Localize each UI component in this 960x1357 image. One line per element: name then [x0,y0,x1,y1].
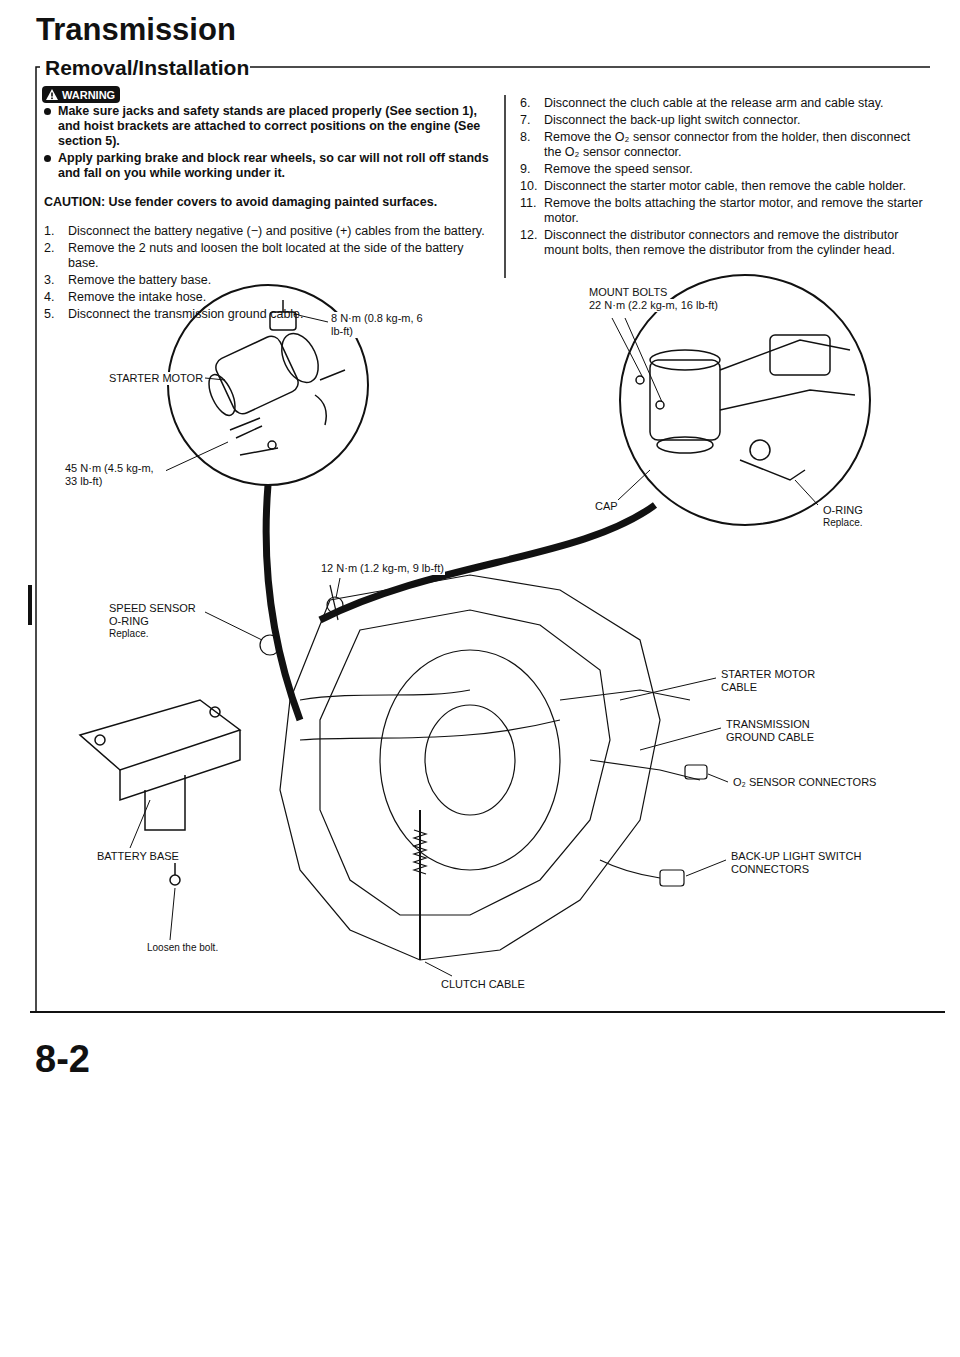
text-row: 10.Disconnect the starter motor cable, t… [520,179,925,194]
transmission-drawing [260,575,707,960]
warning-text: Make sure jacks and safety stands are pl… [58,104,494,149]
text-row: 4.Remove the intake hose. [44,290,494,305]
text-row: Make sure jacks and safety stands are pl… [44,104,494,149]
warning-badge: WARNING [42,86,120,103]
step-number: 2. [44,241,68,256]
step-text: Disconnect the cluch cable at the releas… [544,96,925,111]
text-row: 2.Remove the 2 nuts and loosen the bolt … [44,241,494,271]
torque-spec: 8 N·m (0.8 kg-m, 6 lb-ft) [330,312,432,338]
warning-text: Apply parking brake and block rear wheel… [58,151,494,181]
battery-base-drawing [80,700,240,885]
part-label: O-RING [822,504,864,517]
torque-spec: 22 N·m (2.2 kg-m, 16 lb-ft) [588,299,719,312]
text-row: Apply parking brake and block rear wheel… [44,151,494,181]
part-label: CAP [594,500,619,513]
step-number: 4. [44,290,68,305]
text-row: 3.Remove the battery base. [44,273,494,288]
text-row: 1.Disconnect the battery negative (−) an… [44,224,494,239]
note: Replace. [108,628,149,640]
bullet-dot [44,108,51,115]
note: Loosen the bolt. [146,942,219,954]
torque-spec: 45 N·m (4.5 kg-m, 33 lb-ft) [64,462,166,488]
part-label: BATTERY BASE [96,850,180,863]
page-title: Transmission [36,12,236,48]
step-text: Remove the O₂ sensor connector from the … [544,130,925,160]
step-text: Remove the speed sensor. [544,162,925,177]
step-text: Disconnect the starter motor cable, then… [544,179,925,194]
section-heading: Removal/Installation [44,55,250,80]
text-row: 6.Disconnect the cluch cable at the rele… [520,96,925,111]
step-text: Disconnect the battery negative (−) and … [68,224,494,239]
step-text: Remove the bolts attaching the startor m… [544,196,925,226]
part-label: STARTER MOTOR [108,372,204,385]
torque-spec: 12 N·m (1.2 kg-m, 9 lb-ft) [320,562,445,575]
step-number: 6. [520,96,544,111]
step-text: Remove the 2 nuts and loosen the bolt lo… [68,241,494,271]
step-number: 11. [520,196,544,211]
step-text: Remove the battery base. [68,273,494,288]
frame-line [36,67,40,1012]
inset-circle [620,275,870,525]
bullet-dot [44,155,51,162]
footer-rule [30,1011,945,1013]
step-text: Remove the intake hose. [68,290,494,305]
step-number: 12. [520,228,544,243]
text-row: 12.Disconnect the distributor connectors… [520,228,925,258]
part-label: SPEED SENSOR [108,602,197,615]
text-row: 11.Remove the bolts attaching the starto… [520,196,925,226]
leader-lines [130,315,818,976]
text-row: 8.Remove the O₂ sensor connector from th… [520,130,925,160]
part-label: STARTER MOTOR CABLE [720,668,817,694]
warning-label: WARNING [62,89,115,101]
step-text: Disconnect the distributor connectors an… [544,228,925,258]
caution-text: CAUTION: Use fender covers to avoid dama… [44,195,494,210]
text-row: 7.Disconnect the back-up light switch co… [520,113,925,128]
part-label: CLUTCH CABLE [440,978,526,991]
starter-motor-drawing [204,300,345,455]
margin-mark [28,585,32,625]
step-number: 1. [44,224,68,239]
step-text: Disconnect the back-up light switch conn… [544,113,925,128]
part-label: BACK-UP LIGHT SWITCH CONNECTORS [730,850,882,876]
warning-triangle [46,89,58,100]
page-number: 8-2 [34,1036,91,1082]
warning-mark [51,93,53,97]
part-label: O-RING [108,615,150,628]
header-rule [240,66,930,68]
column-divider [504,95,506,278]
step-number: 10. [520,179,544,194]
text-row: 9.Remove the speed sensor. [520,162,925,177]
step-number: 5. [44,307,68,322]
note: Replace. [822,517,863,529]
text-row: CAUTION: Use fender covers to avoid dama… [44,195,494,210]
distributor-drawing [636,335,855,480]
part-label: MOUNT BOLTS [588,286,668,299]
part-label: O₂ SENSOR CONNECTORS [732,776,877,789]
right-column: 6.Disconnect the cluch cable at the rele… [520,96,925,260]
warning-mark [51,98,53,100]
step-number: 8. [520,130,544,145]
step-number: 9. [520,162,544,177]
left-column: Make sure jacks and safety stands are pl… [44,104,494,324]
step-number: 7. [520,113,544,128]
warning-triangle [45,88,59,101]
step-number: 3. [44,273,68,288]
part-label: TRANSMISSION GROUND CABLE [725,718,832,744]
